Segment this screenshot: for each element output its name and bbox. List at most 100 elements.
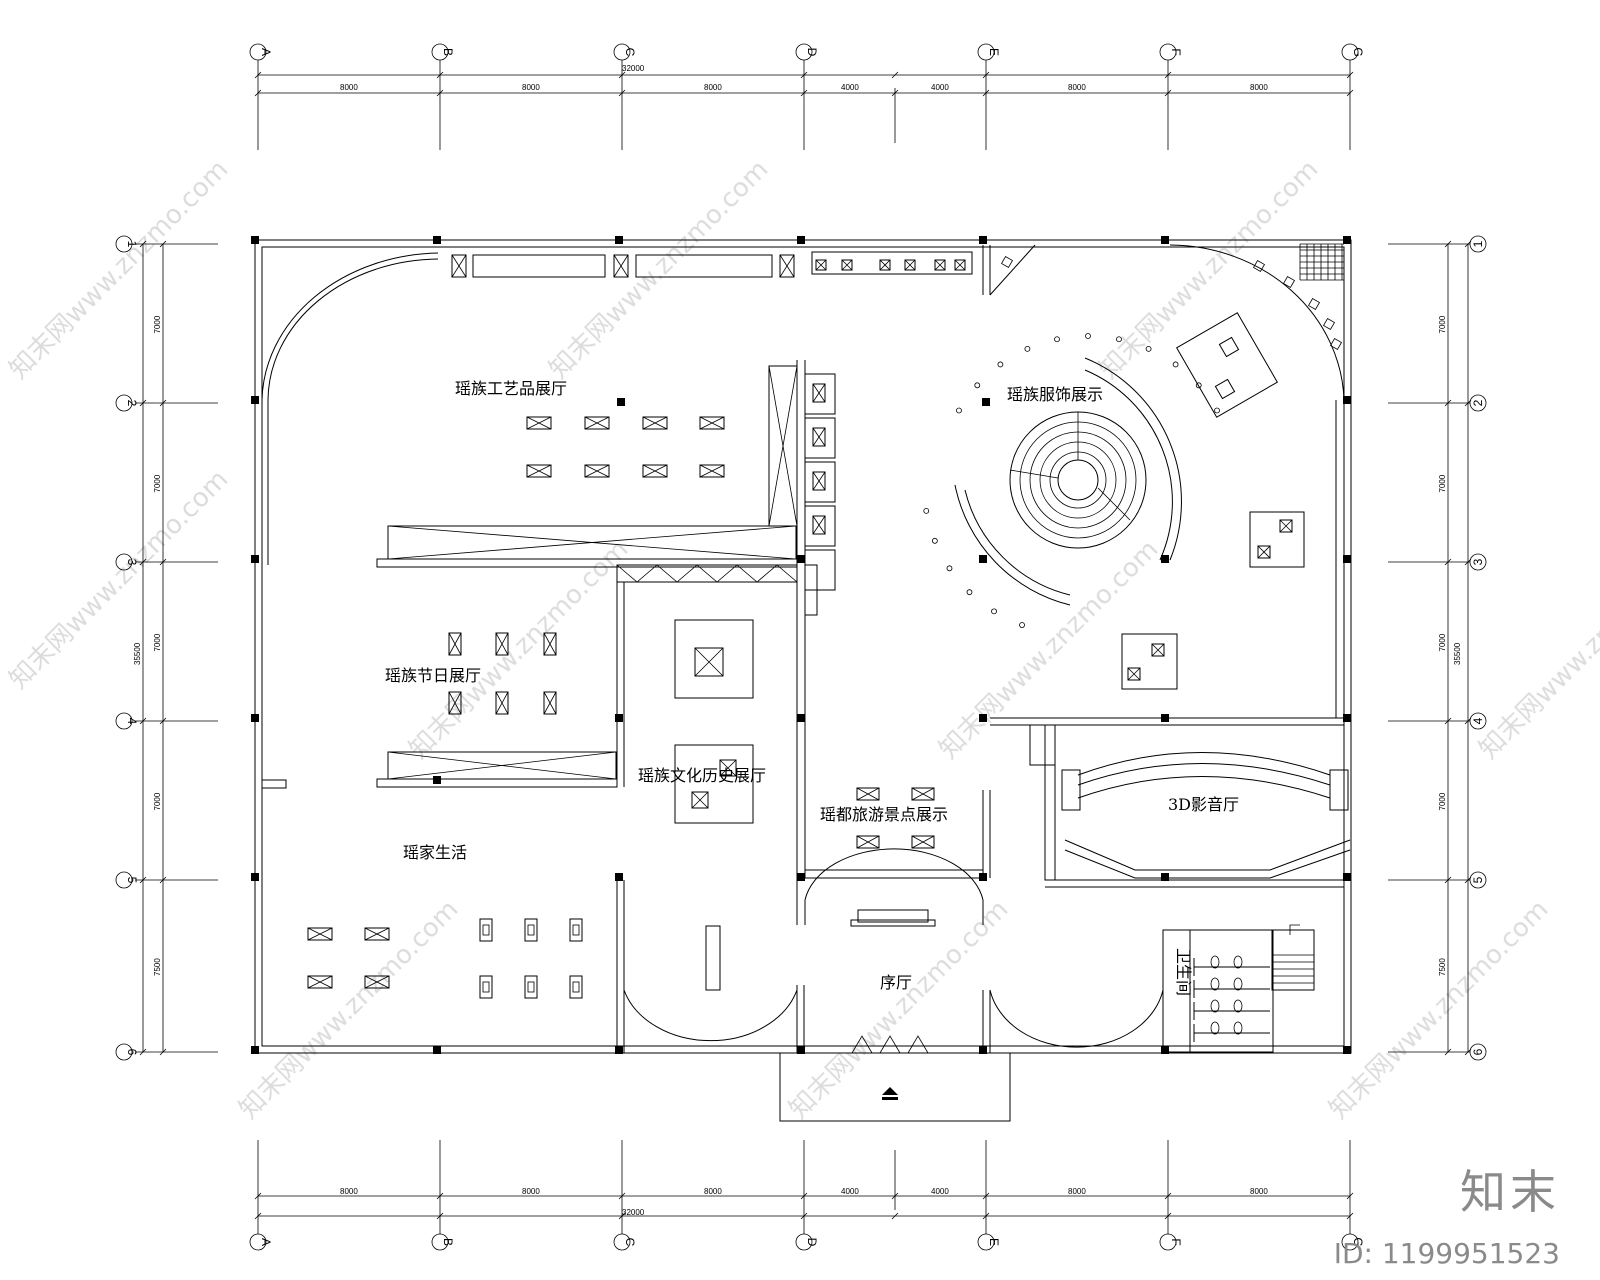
structural-column: [1161, 714, 1169, 722]
structural-column: [797, 1046, 805, 1054]
axis-label: 5: [125, 877, 139, 884]
showcase: [642, 416, 668, 430]
axis-bubble-2: 2: [1469, 394, 1487, 412]
showcase: [495, 632, 509, 656]
showcase: [954, 259, 966, 271]
axis-bubble-6: 6: [1469, 1043, 1487, 1061]
axis-label: F: [1169, 1238, 1183, 1245]
dimension-bay: 4000: [841, 83, 859, 92]
showcase: [642, 464, 668, 478]
axis-bubble-C: C: [613, 43, 637, 61]
showcase: [879, 259, 891, 271]
structural-column: [251, 555, 259, 563]
axis-label: A: [259, 1238, 273, 1246]
restroom-furniture: [1162, 924, 1315, 1053]
structural-column: [615, 1046, 623, 1054]
diagonal-watermark: 知末网www.znzmo.com: [4, 464, 235, 695]
axis-label: 1: [125, 241, 139, 248]
dimension-bay: 4000: [931, 1187, 949, 1196]
axis-label: B: [441, 1238, 455, 1246]
display-pedestal: [1252, 259, 1266, 273]
structural-column: [1343, 714, 1351, 722]
axis-label: 4: [125, 718, 139, 725]
dimension-total-right: 35500: [1453, 642, 1462, 665]
axis-label: E: [987, 48, 1001, 56]
structural-column: [1161, 1046, 1169, 1054]
side-case: [804, 461, 836, 503]
showcase: [543, 691, 557, 715]
axis-label: D: [805, 48, 819, 57]
axis-label: 6: [125, 1049, 139, 1056]
structural-column: [615, 873, 623, 881]
dimension-bay: 7000: [153, 792, 162, 810]
display-stand: [479, 918, 493, 942]
axis-bubble-5: 5: [1469, 871, 1487, 889]
diagonal-watermark: 知末网www.znzmo.com: [544, 154, 775, 385]
ring-light: [956, 407, 962, 414]
axis-label: 6: [1471, 1048, 1485, 1055]
costume-display-furniture: [923, 243, 1344, 690]
structural-column: [1343, 236, 1351, 244]
axis-bubble-B: B: [431, 43, 455, 61]
axis-label: G: [1351, 47, 1365, 56]
showcase: [584, 416, 610, 430]
showcase: [543, 632, 557, 656]
axis-label: F: [1169, 48, 1183, 55]
axis-label: E: [987, 1238, 1001, 1246]
structural-column: [979, 1046, 987, 1054]
axis-label: C: [623, 1238, 637, 1247]
cinema-furniture: [1029, 724, 1351, 879]
structural-column: [1343, 873, 1351, 881]
axis-label: 4: [1471, 717, 1485, 724]
axis-label: 5: [1471, 876, 1485, 883]
structural-column: [1343, 555, 1351, 563]
dimension-bay: 7000: [153, 474, 162, 492]
ring-light: [1116, 336, 1122, 343]
ring-light: [1172, 361, 1179, 368]
axis-label: 3: [125, 559, 139, 566]
ring-light: [1145, 345, 1152, 352]
axis-bubble-A: A: [249, 1233, 273, 1251]
axis-bubble-G: G: [1341, 43, 1365, 61]
toilet-stall: [1193, 958, 1270, 976]
toilet: [1210, 977, 1220, 991]
room-label-festival-hall: 瑶族节日展厅: [385, 666, 481, 685]
dimension-bay: 7000: [1438, 792, 1447, 810]
ring-light: [974, 382, 981, 389]
showcase: [812, 515, 826, 535]
dimension-bay: 4000: [841, 1187, 859, 1196]
ring-light: [991, 608, 997, 615]
ring-light: [1019, 622, 1025, 628]
showcase: [856, 835, 880, 849]
axis-bubble-4: 4: [1469, 712, 1487, 730]
showcase: [364, 975, 390, 989]
diagonal-watermark: 知末网www.znzmo.com: [1474, 534, 1600, 765]
showcase: [911, 787, 935, 801]
structural-column: [797, 714, 805, 722]
structural-column: [797, 236, 805, 244]
showcase: [904, 259, 916, 271]
axis-bubble-3: 3: [1469, 553, 1487, 571]
toilet-stall: [1193, 980, 1270, 998]
structural-column: [1343, 396, 1351, 404]
room-label-tourism-display: 瑶都旅游景点展示: [820, 805, 948, 824]
display-stand: [479, 975, 493, 999]
axis-label: A: [259, 48, 273, 56]
ring-light: [931, 537, 938, 544]
showcase: [307, 975, 333, 989]
axis-bubble-F: F: [1159, 43, 1183, 61]
axis-label: D: [805, 1238, 819, 1247]
dimension-bay: 8000: [340, 1187, 358, 1196]
crafts-hall-furniture: [451, 251, 973, 478]
structural-column: [797, 555, 805, 563]
ring-light: [923, 507, 930, 514]
watermark-logo: 知末: [1460, 1165, 1560, 1219]
dimension-bay: 7500: [153, 958, 162, 976]
room-label-restroom: 卫生间: [1174, 948, 1193, 996]
